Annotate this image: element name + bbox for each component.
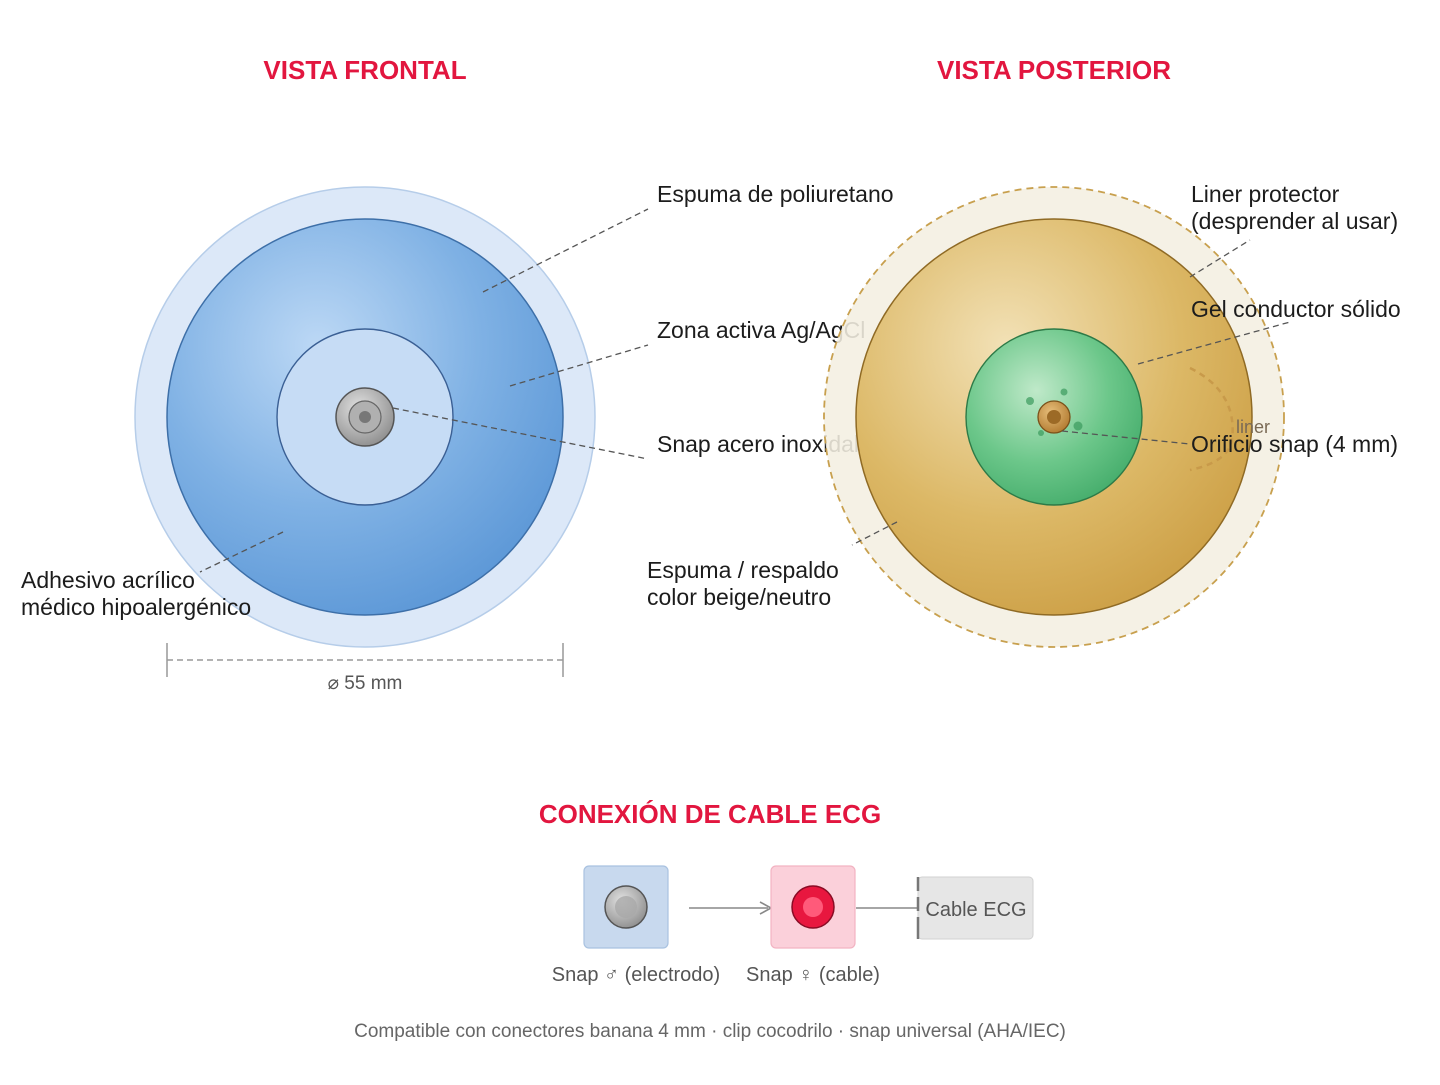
liner-tab-outline <box>1189 366 1234 472</box>
gel-bubbles <box>1026 388 1083 436</box>
label-active-zone: Zona activa Ag/AgCl <box>657 317 865 343</box>
label-adhesive-line1: Adhesivo acrílico <box>21 567 195 593</box>
back-electrode <box>823 186 1285 648</box>
diameter-dimension <box>166 643 564 677</box>
label-liner-tab: liner <box>1236 417 1270 437</box>
male-snap-box <box>583 865 669 949</box>
liner-leader <box>1189 239 1251 278</box>
hole-leader <box>1061 430 1191 445</box>
label-liner-line1: Liner protector <box>1191 181 1340 207</box>
label-adhesive-line2: médico hipoalergénico <box>21 594 251 620</box>
female-caption: Snap ♀ (cable) <box>746 964 880 986</box>
cable-label: Cable ECG <box>925 899 1026 921</box>
front-view-title: VISTA FRONTAL <box>263 55 466 85</box>
foam-leader <box>482 208 649 293</box>
label-hole: Orificio snap (4 mm) <box>1191 431 1398 457</box>
male-caption: Snap ♂ (electrodo) <box>552 964 720 986</box>
active-zone-leader <box>509 344 649 387</box>
snap-leader <box>392 407 649 460</box>
gel-leader <box>1137 321 1291 365</box>
label-gel: Gel conductor sólido <box>1191 296 1401 322</box>
label-backing-line2: color beige/neutro <box>647 584 831 610</box>
diameter-label: ⌀ 55 mm <box>328 673 403 694</box>
back-view-title: VISTA POSTERIOR <box>937 55 1171 85</box>
cable-box <box>916 876 1034 940</box>
front-electrode <box>134 186 596 648</box>
compatibility-note: Compatible con conectores banana 4 mm · … <box>354 1021 1066 1042</box>
connection-title: CONEXIÓN DE CABLE ECG <box>539 799 881 829</box>
adhesive-leader <box>199 531 284 573</box>
label-liner-line2: (desprender al usar) <box>1191 208 1398 234</box>
connection-arrow <box>689 901 773 915</box>
snap-hole <box>1037 400 1071 434</box>
label-backing-line1: Espuma / respaldo <box>647 557 839 583</box>
backing-leader <box>851 521 898 546</box>
label-foam: Espuma de poliuretano <box>657 181 894 207</box>
female-snap-box <box>770 865 856 949</box>
snap-stud <box>335 387 395 447</box>
